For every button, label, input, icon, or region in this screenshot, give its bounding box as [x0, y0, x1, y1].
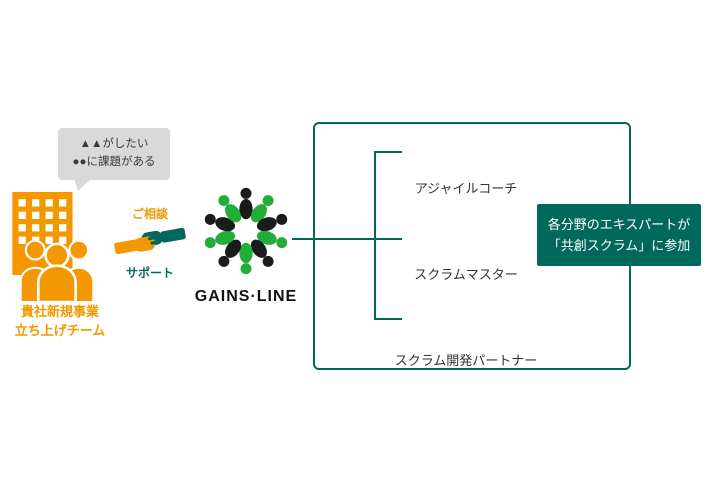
connector-line-bottom — [376, 318, 402, 320]
role-label-dev-partner: スクラム開発パートナー — [394, 353, 538, 368]
building-with-team-icon — [12, 192, 95, 302]
expert-callout-line1: 各分野のエキスパートが — [547, 216, 691, 232]
role-label-agile-coach: アジャイルコーチ — [414, 181, 518, 196]
speech-bubble-line2: ●●に課題がある — [72, 155, 156, 168]
role-label-scrum-master: スクラムマスター — [414, 267, 518, 282]
speech-bubble: ▲▲がしたい ●●に課題がある — [58, 128, 170, 191]
expert-callout: 各分野のエキスパートが 「共創スクラム」に参加 — [537, 204, 701, 266]
team-label-line2: 立ち上げチーム — [14, 322, 106, 338]
logo-wordmark: GAINS·LINE — [194, 288, 298, 305]
connector-line-vertical — [374, 151, 376, 320]
connector-line-middle — [376, 238, 402, 240]
expert-callout-line2: 「共創スクラム」に参加 — [547, 238, 691, 253]
connector-line-main — [292, 238, 375, 240]
team-label: 貴社新規事業 立ち上げチーム — [2, 303, 118, 341]
consult-label: ご相談 — [131, 207, 168, 221]
speech-bubble-line1: ▲▲がしたい — [79, 138, 149, 150]
connector-line-top — [376, 151, 402, 153]
team-label-line1: 貴社新規事業 — [20, 304, 99, 319]
handshake-icon — [114, 227, 186, 255]
support-label: サポート — [125, 266, 174, 280]
people-circle-logo-icon — [204, 187, 288, 275]
